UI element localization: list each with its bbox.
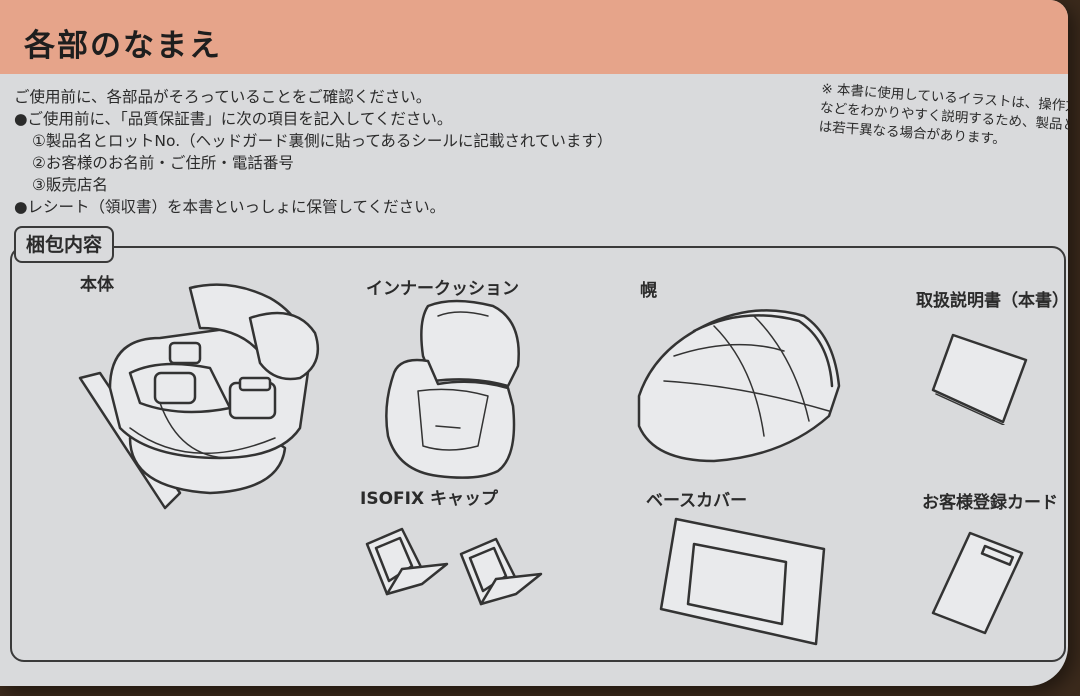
item-label-inner-cushion: インナークッション [366,279,519,299]
car-seat-illustration [78,283,320,510]
item-label-isofix-cap: ISOFIX キャップ [360,489,498,509]
item-label-manual: 取扱説明書（本書） [916,291,1068,311]
item-label-canopy: 幌 [640,281,657,301]
illustration-note: ※ 本書に使用しているイラストは、操作方法 などをわかりやすく説明するため、製品… [818,80,1068,154]
intro-line: ご使用前に、各部品がそろっていることをご確認ください。 [14,88,432,106]
intro-item: ①製品名とロットNo.（ヘッドガード裏側に貼ってあるシールに記載されています） [32,132,613,150]
registration-card-illustration [931,531,1024,635]
package-contents-box [10,246,1066,662]
intro-item: ②お客様のお名前・ご住所・電話番号 [32,154,294,172]
canopy-illustration [637,309,841,463]
isofix-cap-right-illustration [459,537,543,606]
package-contents-heading: 梱包内容 [14,226,115,263]
item-label-base-cover: ベースカバー [646,491,748,511]
item-label-registration-card: お客様登録カード [922,493,1058,513]
item-label-seat-body: 本体 [80,275,114,295]
page-title: 各部のなまえ [24,28,222,64]
manual-booklet-illustration [931,333,1028,425]
intro-text: ご使用前に、各部品がそろっていることをご確認ください。 ●ご使用前に、「品質保証… [14,86,612,218]
base-cover-illustration [659,517,826,646]
intro-bullet: ●レシート（領収書）を本書といっしょに保管してください。 [14,198,446,216]
manual-page: 各部のなまえ ご使用前に、各部品がそろっていることをご確認ください。 ●ご使用前… [0,0,1068,686]
isofix-cap-left-illustration [365,527,449,596]
intro-item: ③販売店名 [32,176,108,194]
intro-bullet: ●ご使用前に、「品質保証書」に次の項目を記入してください。 [14,110,453,128]
title-band [0,0,1068,74]
inner-cushion-illustration [385,299,520,479]
